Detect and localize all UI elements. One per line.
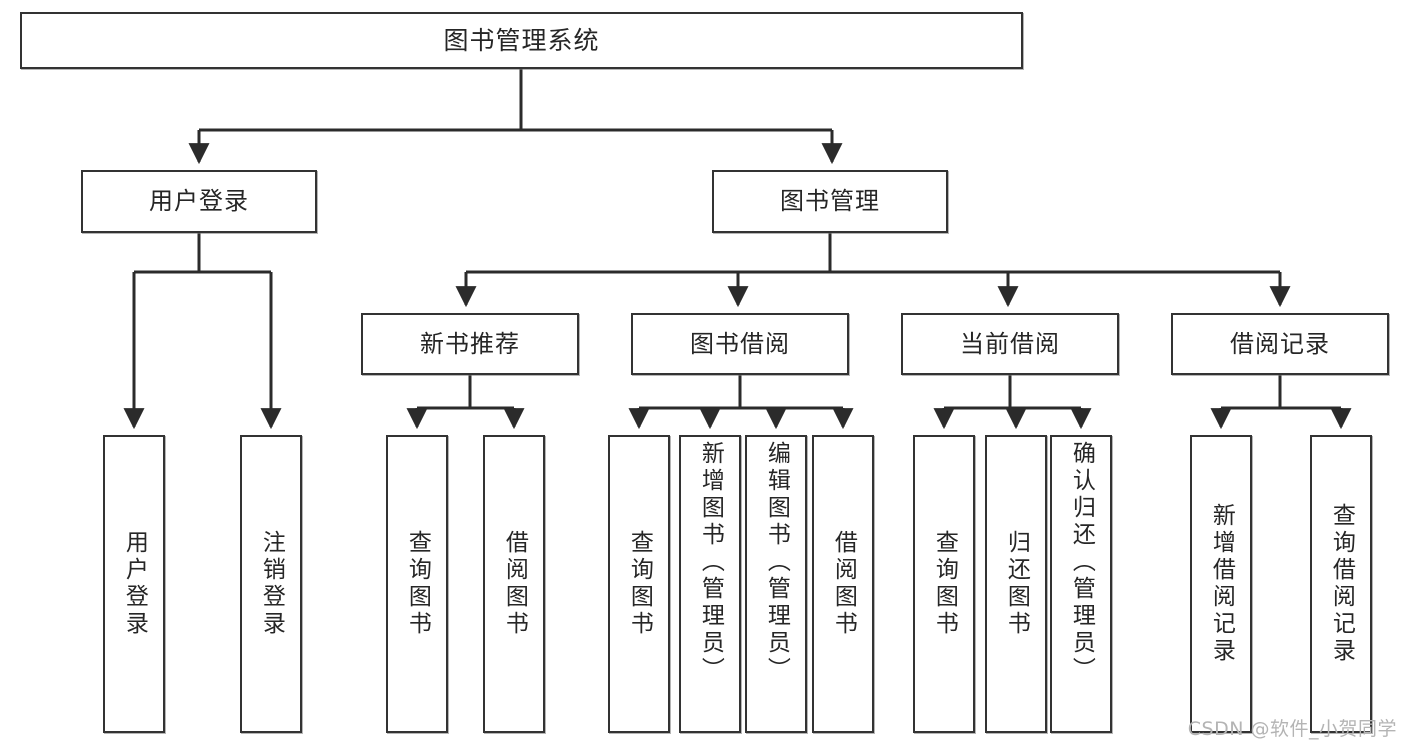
node-label: 确认归还（管理员） xyxy=(1068,441,1095,684)
node-leaf-query-borrow-record[interactable]: 查询借阅记录 xyxy=(1310,435,1372,733)
node-label: 借阅图书 xyxy=(501,530,528,638)
node-leaf-add-borrow-record[interactable]: 新增借阅记录 xyxy=(1190,435,1252,733)
node-root-system[interactable]: 图书管理系统 xyxy=(20,12,1023,69)
node-label: 新增借阅记录 xyxy=(1208,503,1235,665)
node-user-login[interactable]: 用户登录 xyxy=(81,170,317,233)
node-label: 借阅记录 xyxy=(1230,329,1330,358)
node-label: 查询借阅记录 xyxy=(1328,503,1355,665)
node-label: 用户登录 xyxy=(121,530,148,638)
node-label: 借阅图书 xyxy=(830,530,857,638)
node-leaf-borrow-book[interactable]: 借阅图书 xyxy=(812,435,874,733)
node-label: 归还图书 xyxy=(1003,530,1030,638)
node-label: 用户登录 xyxy=(149,187,249,216)
node-label: 查询图书 xyxy=(931,530,958,638)
node-leaf-borrow-book-recommend[interactable]: 借阅图书 xyxy=(483,435,545,733)
node-label: 当前借阅 xyxy=(960,329,1060,358)
node-book-management[interactable]: 图书管理 xyxy=(712,170,948,233)
node-label: 注销登录 xyxy=(258,530,285,638)
node-label: 图书借阅 xyxy=(690,329,790,358)
node-label: 编辑图书（管理员） xyxy=(763,441,790,684)
node-leaf-add-book-admin[interactable]: 新增图书（管理员） xyxy=(679,435,741,733)
node-label: 查询图书 xyxy=(404,530,431,638)
node-leaf-confirm-return-admin[interactable]: 确认归还（管理员） xyxy=(1050,435,1112,733)
node-leaf-query-book-current[interactable]: 查询图书 xyxy=(913,435,975,733)
node-leaf-query-book-recommend[interactable]: 查询图书 xyxy=(386,435,448,733)
node-leaf-return-book[interactable]: 归还图书 xyxy=(985,435,1047,733)
node-new-book-recommend[interactable]: 新书推荐 xyxy=(361,313,579,375)
node-label: 图书管理系统 xyxy=(443,25,600,55)
node-label: 新增图书（管理员） xyxy=(697,441,724,684)
node-leaf-query-book-borrow[interactable]: 查询图书 xyxy=(608,435,670,733)
node-label: 新书推荐 xyxy=(420,329,520,358)
node-leaf-logout[interactable]: 注销登录 xyxy=(240,435,302,733)
node-borrow-records[interactable]: 借阅记录 xyxy=(1171,313,1389,375)
node-current-borrow[interactable]: 当前借阅 xyxy=(901,313,1119,375)
node-leaf-edit-book-admin[interactable]: 编辑图书（管理员） xyxy=(745,435,807,733)
watermark-text: CSDN @软件_小贺同学 xyxy=(1187,718,1397,740)
node-label: 图书管理 xyxy=(780,187,880,216)
node-label: 查询图书 xyxy=(626,530,653,638)
node-leaf-user-login[interactable]: 用户登录 xyxy=(103,435,165,733)
node-book-borrow[interactable]: 图书借阅 xyxy=(631,313,849,375)
